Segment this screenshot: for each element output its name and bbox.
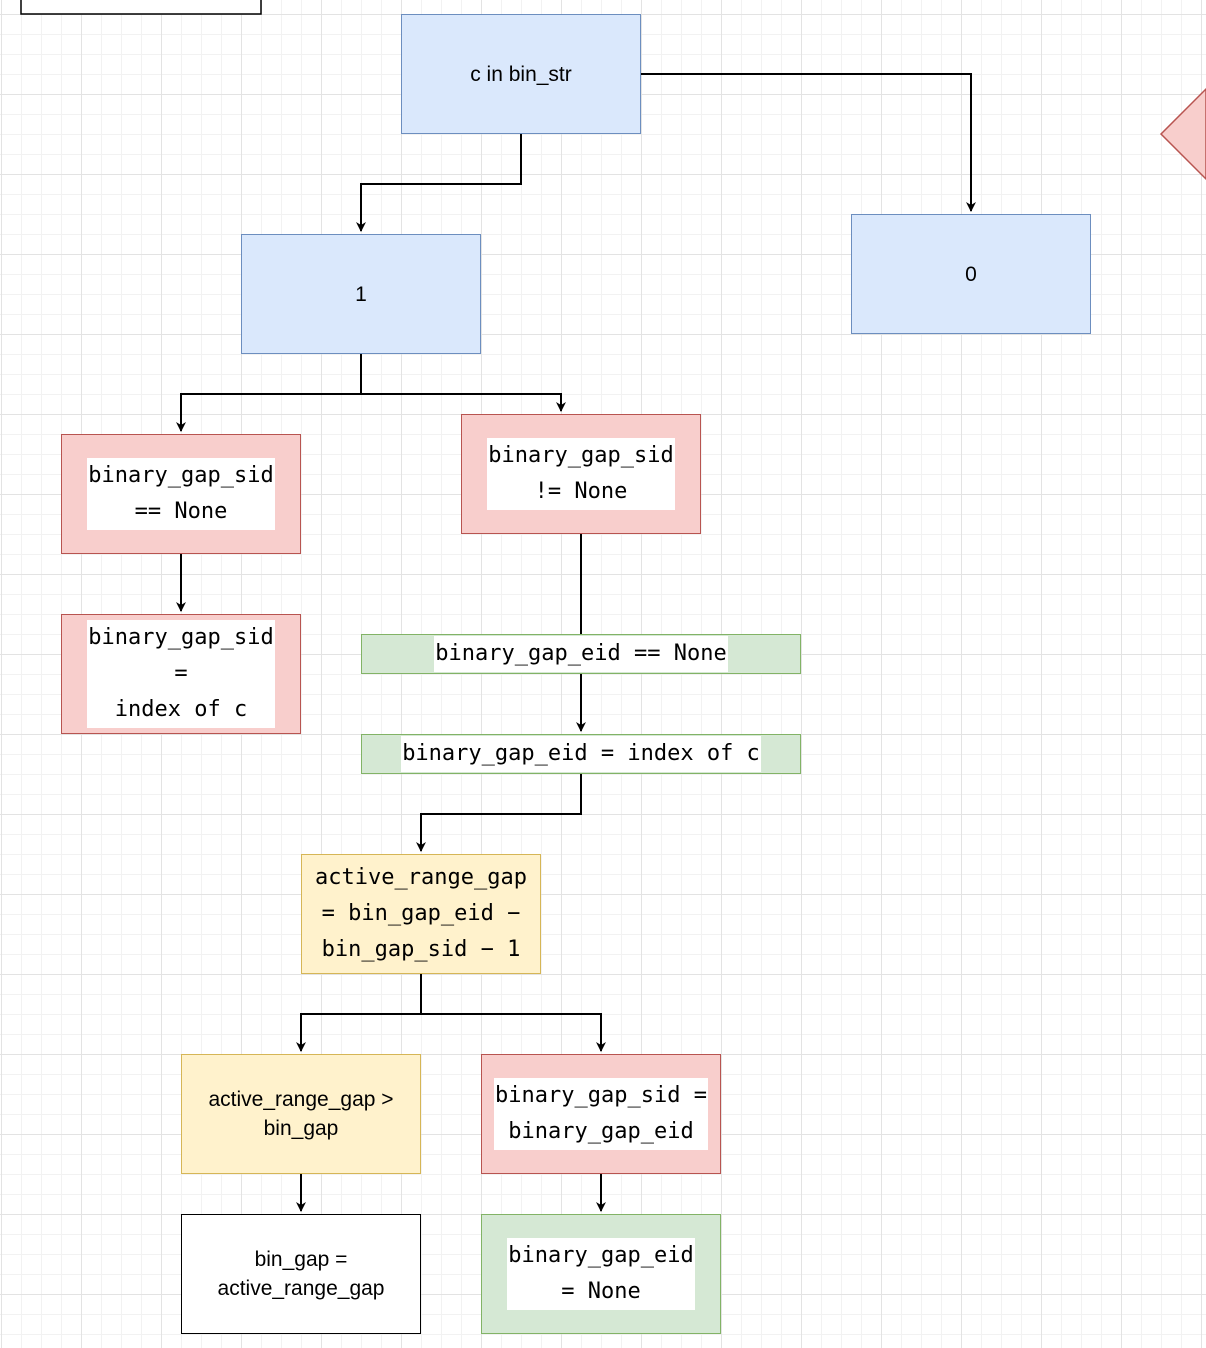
node-label: 0 xyxy=(965,262,977,286)
node-sid-assign-eid[interactable]: binary_gap_sid = binary_gap_eid xyxy=(481,1054,721,1174)
edge-c-to-1 xyxy=(356,134,522,232)
node-c-in-bin-str[interactable]: c in bin_str xyxy=(401,14,641,134)
edge-eid-assign-to-range-gap xyxy=(416,774,582,852)
node-eid-is-none[interactable]: binary_gap_eid == None xyxy=(361,634,801,674)
node-sid-not-none[interactable]: binary_gap_sid != None xyxy=(461,414,701,534)
node-label: binary_gap_eid == None xyxy=(434,636,728,672)
node-label: bin_gap = active_range_gap xyxy=(217,1248,385,1300)
node-label: binary_gap_sid != None xyxy=(487,438,675,510)
node-branch-zero[interactable]: 0 xyxy=(851,214,1091,334)
node-label: binary_gap_sid == None xyxy=(87,458,275,530)
node-eid-assign-index[interactable]: binary_gap_eid = index of c xyxy=(361,734,801,774)
node-eid-reset-none[interactable]: binary_gap_eid = None xyxy=(481,1214,721,1334)
node-gap-compare[interactable]: active_range_gap > bin_gap xyxy=(181,1054,421,1174)
node-label: 1 xyxy=(355,282,367,306)
edge-1-to-sid-none xyxy=(176,354,362,432)
node-label: binary_gap_sid = binary_gap_eid xyxy=(494,1078,708,1150)
node-label: binary_gap_eid = None xyxy=(507,1238,695,1310)
partial-decision-diamond[interactable] xyxy=(1159,87,1206,181)
edge-1-to-sid-not-none xyxy=(361,393,566,412)
node-active-range-gap-calc[interactable]: active_range_gap = bin_gap_eid − bin_gap… xyxy=(301,854,541,974)
node-label: active_range_gap > bin_gap xyxy=(208,1088,394,1140)
edge-range-gap-to-compare xyxy=(296,974,422,1052)
node-label: c in bin_str xyxy=(470,62,572,86)
partial-top-box[interactable] xyxy=(20,0,262,15)
node-bin-gap-assign[interactable]: bin_gap = active_range_gap xyxy=(181,1214,421,1334)
node-sid-assign-index[interactable]: binary_gap_sid = index of c xyxy=(61,614,301,734)
node-label: active_range_gap = bin_gap_eid − bin_gap… xyxy=(315,865,527,962)
node-label: binary_gap_eid = index of c xyxy=(401,736,761,772)
node-label: binary_gap_sid = index of c xyxy=(87,620,275,728)
edge-c-to-0 xyxy=(641,73,976,212)
node-sid-is-none[interactable]: binary_gap_sid == None xyxy=(61,434,301,554)
edge-range-gap-to-sid-eid xyxy=(421,1013,606,1052)
node-branch-one[interactable]: 1 xyxy=(241,234,481,354)
